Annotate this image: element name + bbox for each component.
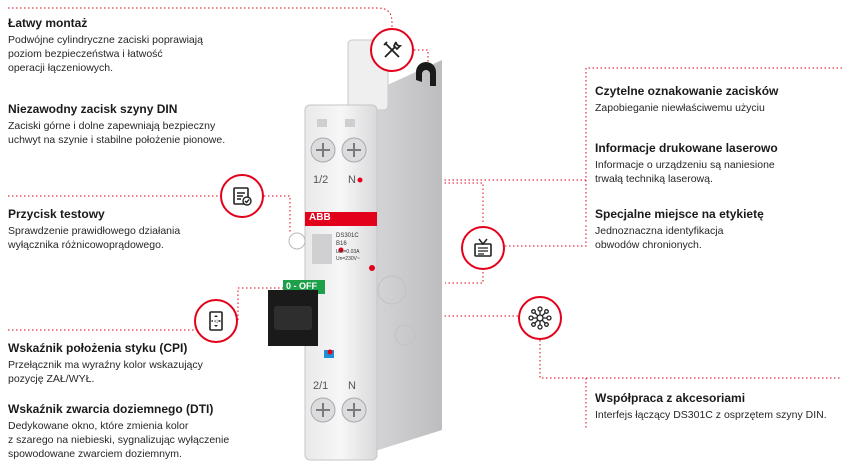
svg-text:<>: <> <box>214 319 220 325</box>
feature-desc-line: spowodowane zwarciem doziemnym. <box>8 448 182 460</box>
feature-title: Informacje drukowane laserowo <box>595 141 778 155</box>
feature-desc-line: Interfejs łączący DS301C z osprzętem szy… <box>595 409 827 421</box>
leader-dot <box>327 349 333 355</box>
feature-title: Wskaźnik zwarcia doziemnego (DTI) <box>8 402 214 416</box>
terminal-label-top-right: N <box>348 174 356 186</box>
side-knockout <box>377 275 407 305</box>
device-side <box>372 60 442 452</box>
brand-logo: ABB <box>309 212 331 223</box>
feature-desc-line: wyłącznika różnicowoprądowego. <box>8 239 164 251</box>
feature-title: Specjalne miejsce na etykietę <box>595 207 764 221</box>
feature-desc-line: Zapobieganie niewłaściwemu użyciu <box>595 102 765 114</box>
feature-desc-line: Jednoznaczna identyfikacja <box>595 225 724 237</box>
feature-din-clamp: Niezawodny zacisk szyny DIN Zaciski górn… <box>8 102 278 147</box>
feature-desc-line: trwałą techniką laserową. <box>595 173 713 185</box>
terminal-label-bottom-right: N <box>348 380 356 392</box>
feature-desc-line: poziom bezpieczeństwa i łatwość <box>8 48 163 60</box>
test-button <box>288 232 306 250</box>
feature-desc-line: Przełącznik ma wyraźny kolor wskazujący <box>8 359 203 371</box>
feature-desc-line: Zaciski górne i dolne zapewniają bezpiec… <box>8 120 216 132</box>
feature-desc-line: Sprawdzenie prawidłowego działania <box>8 225 181 237</box>
feature-title: Łatwy montaż <box>8 16 88 30</box>
label-tv-icon <box>461 226 505 270</box>
feature-accessories: Współpraca z akcesoriami Interfejs łączą… <box>595 391 840 422</box>
device-model: DS301C <box>336 233 359 239</box>
tools-icon <box>370 28 414 72</box>
terminal-label-bottom-left: 2/1 <box>313 380 329 392</box>
side-knockout <box>394 324 416 346</box>
abb-stripe <box>305 212 377 226</box>
feature-desc-line: uchwyt na szynie i stabilne położenie pi… <box>8 134 226 146</box>
feature-title: Wskaźnik położenia styku (CPI) <box>8 341 188 355</box>
feature-desc-line: z szarego na niebieski, sygnalizując wył… <box>8 434 230 446</box>
terminal-label-top-left: 1/2 <box>313 174 329 186</box>
feature-terminal-marking: Czytelne oznakowanie zacisków Zapobiegan… <box>595 84 835 115</box>
leader-dot <box>338 247 344 253</box>
feature-desc-line: Podwójne cylindryczne zaciski poprawiają <box>8 34 203 46</box>
device-rating: B16 <box>336 241 347 247</box>
leader-dot <box>369 265 375 271</box>
feature-title: Niezawodny zacisk szyny DIN <box>8 102 178 116</box>
device-un: Un=230V~ <box>336 256 360 262</box>
feature-title: Współpraca z akcesoriami <box>595 391 746 405</box>
feature-title: Czytelne oznakowanie zacisków <box>595 84 779 98</box>
feature-desc-line: Informacje o urządzeniu są naniesione <box>595 159 775 171</box>
accessories-network-icon <box>518 296 562 340</box>
feature-easy-mounting: Łatwy montaż Podwójne cylindryczne zacis… <box>8 16 268 75</box>
feature-test-button: Przycisk testowy Sprawdzenie prawidłoweg… <box>8 207 258 252</box>
feature-dti: Wskaźnik zwarcia doziemnego (DTI) Dedyko… <box>8 402 268 461</box>
test-checklist-icon <box>220 174 264 218</box>
feature-title: Przycisk testowy <box>8 207 105 221</box>
device-idn: IΔn=0.03A <box>336 249 360 255</box>
contact-indicator-icon: <> <box>194 299 238 343</box>
feature-label-space: Specjalne miejsce na etykietę Jednoznacz… <box>595 207 835 252</box>
feature-cpi: Wskaźnik położenia styku (CPI) Przełączn… <box>8 341 258 386</box>
feature-desc-line: obwodów chronionych. <box>595 239 702 251</box>
feature-laser-print: Informacje drukowane laserowo Informacje… <box>595 141 835 186</box>
feature-desc-line: operacji łączeniowych. <box>8 62 114 74</box>
feature-desc-line: Dedykowane okno, które zmienia kolor <box>8 420 189 432</box>
switch-label: 0 - OFF <box>286 281 317 291</box>
din-clip <box>416 62 436 86</box>
leader-dot <box>357 177 363 183</box>
feature-desc-line: pozycję ZAŁ/WYŁ. <box>8 373 95 385</box>
